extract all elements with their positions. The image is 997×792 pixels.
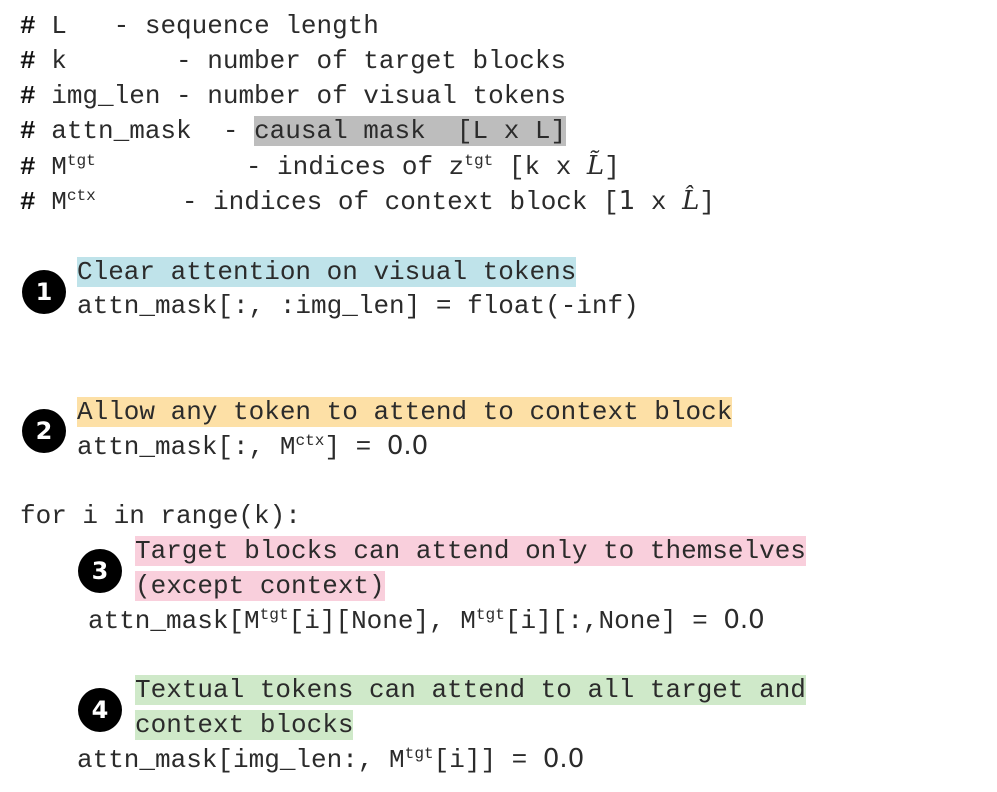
step-1-label: Clear attention on visual tokens (77, 257, 577, 287)
step-3-label-2: (except context) (135, 571, 385, 601)
step-1-badge: 1 (22, 270, 66, 314)
comment-m-ctx: # Mctx- indices of context block [1 x L̂… (20, 186, 715, 217)
comment-sequence-length: # L - sequence length (20, 11, 379, 41)
step-4-label-2: context blocks (135, 710, 354, 740)
step-4-code: attn_mask[img_len:, Mtgt[i]] = 0.0 (77, 744, 585, 775)
step-3-badge: 3 (78, 549, 122, 593)
comment-m-tgt: # Mtgt- indices of ztgt [k x L̃] (20, 151, 620, 182)
step-3-label-1: Target blocks can attend only to themsel… (135, 536, 806, 566)
step-1-code: attn_mask[:, :img_len] = float(-inf) (77, 291, 639, 321)
causal-mask-highlight: causal mask [L x L] (254, 116, 567, 146)
comment-num-visual-tokens: # img_len - number of visual tokens (20, 81, 567, 111)
step-4-label-1: Textual tokens can attend to all target … (135, 675, 806, 705)
step-4-badge: 4 (78, 688, 122, 732)
step-2-code: attn_mask[:, Mctx] = 0.0 (77, 431, 429, 462)
step-2-badge: 2 (22, 409, 66, 453)
step-3-code: attn_mask[Mtgt[i][None], Mtgt[i][:,None]… (88, 605, 765, 636)
for-loop: for i in range(k): (20, 501, 301, 531)
step-2-label: Allow any token to attend to context blo… (77, 397, 733, 427)
comment-num-target-blocks: # k - number of target blocks (20, 46, 567, 76)
comment-attn-mask: # attn_mask - causal mask [L x L] (20, 116, 567, 146)
